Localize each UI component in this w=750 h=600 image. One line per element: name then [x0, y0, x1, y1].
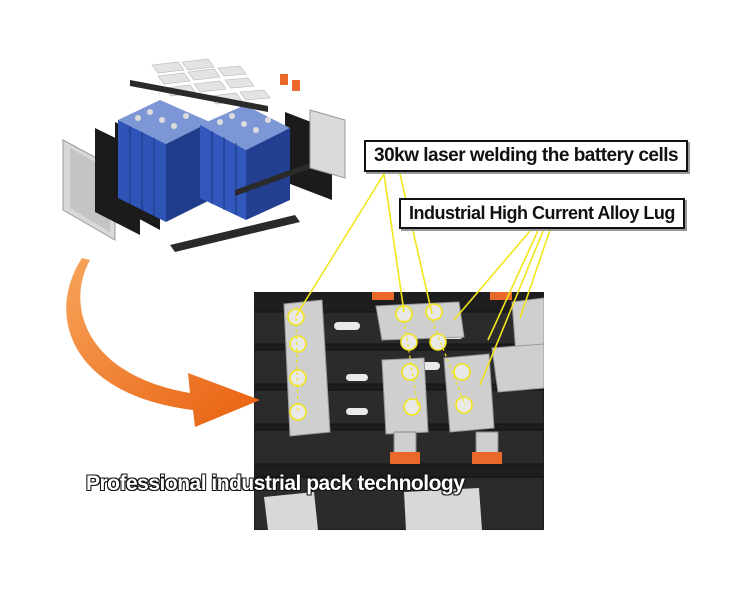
welded-pack-photo: [254, 292, 544, 530]
exploded-battery-pack-illustration: [62, 58, 346, 252]
alloy-lugs: [390, 431, 502, 464]
battery-cells: [118, 100, 290, 222]
callout-alloy-lug: Industrial High Current Alloy Lug: [399, 198, 685, 229]
callout-laser-welding-text: 30kw laser welding the battery cells: [374, 145, 679, 166]
callout-laser-welding: 30kw laser welding the battery cells: [364, 140, 689, 172]
orange-terminals: [280, 74, 300, 91]
welded-pack-photo-graphic: [254, 292, 544, 530]
steel-straps: [130, 80, 312, 252]
right-end-plate: [309, 109, 346, 179]
callout-alloy-lug-text: Industrial High Current Alloy Lug: [409, 203, 675, 223]
curved-arrow-icon: [66, 258, 260, 427]
caption-text: Professional industrial pack technology: [85, 471, 466, 496]
